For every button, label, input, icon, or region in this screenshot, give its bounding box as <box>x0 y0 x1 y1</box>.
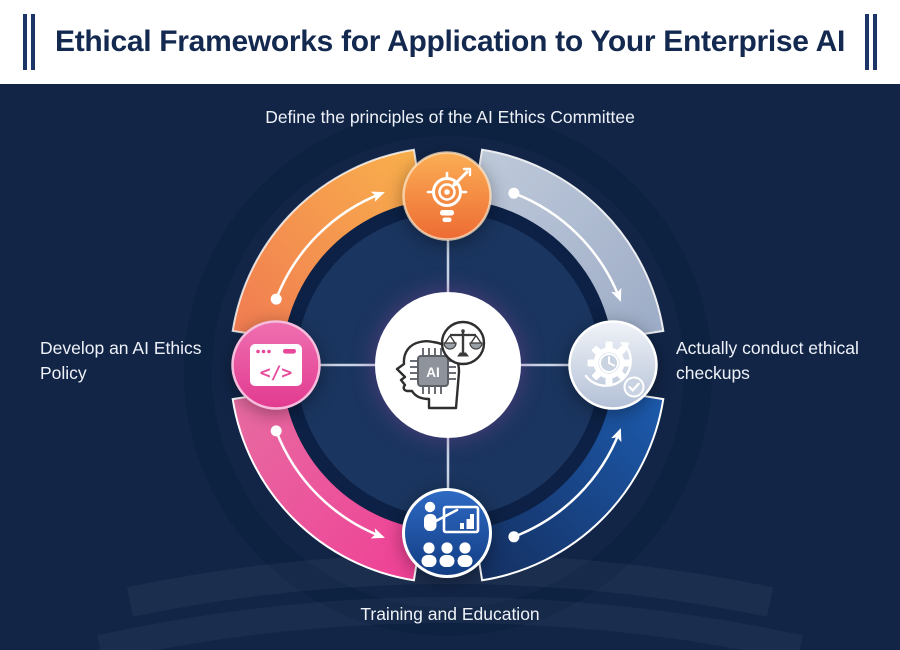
header-accent-bars-left <box>23 14 35 70</box>
decorative-wave <box>97 597 803 650</box>
node-principles <box>402 151 492 241</box>
arc-arrows <box>274 191 622 539</box>
node-training <box>402 488 492 578</box>
node-policy: </> <box>231 320 321 410</box>
code-glyph: </> <box>260 363 293 384</box>
chip-label: AI <box>426 365 440 380</box>
audience <box>421 542 473 567</box>
target-bulb-icon <box>426 167 472 222</box>
arrow-start-dots <box>270 187 520 543</box>
center-hub: AI <box>375 292 521 438</box>
header-accent-bars-right <box>865 14 877 70</box>
ai-chip: AI <box>410 348 456 394</box>
arrow-top-left <box>274 191 385 301</box>
check-badge <box>623 376 645 398</box>
page-title: Ethical Frameworks for Application to Yo… <box>54 25 846 58</box>
refresh-arrowhead <box>620 342 630 351</box>
refresh-arrow <box>584 344 632 387</box>
gear-clock-check-icon <box>584 341 645 398</box>
label-training: Training and Education <box>360 604 540 624</box>
label-principles: Define the principles of the AI Ethics C… <box>265 107 635 127</box>
spoke-connectors <box>319 240 569 489</box>
accent-bar <box>865 14 869 70</box>
arrow-bottom-right <box>512 428 622 539</box>
label-checkups: Actually conduct ethical checkups <box>676 338 859 383</box>
scales-of-justice <box>440 320 486 366</box>
accent-bar <box>31 14 35 70</box>
ai-head-with-scales-icon: AI <box>395 320 486 410</box>
accent-bar <box>23 14 27 70</box>
node-checkups <box>568 320 658 410</box>
code-window-icon: </> <box>250 344 302 386</box>
label-policy: Develop an AI Ethics Policy <box>40 338 202 383</box>
arrow-bottom-left <box>274 429 385 539</box>
header-band: Ethical Frameworks for Application to Yo… <box>0 0 900 84</box>
accent-bar <box>873 14 877 70</box>
node-circle-top <box>402 151 492 241</box>
arrow-top-right <box>512 191 622 302</box>
clock <box>599 353 619 373</box>
training-presentation-icon <box>421 501 480 567</box>
decorative-dark-ring <box>184 108 712 636</box>
